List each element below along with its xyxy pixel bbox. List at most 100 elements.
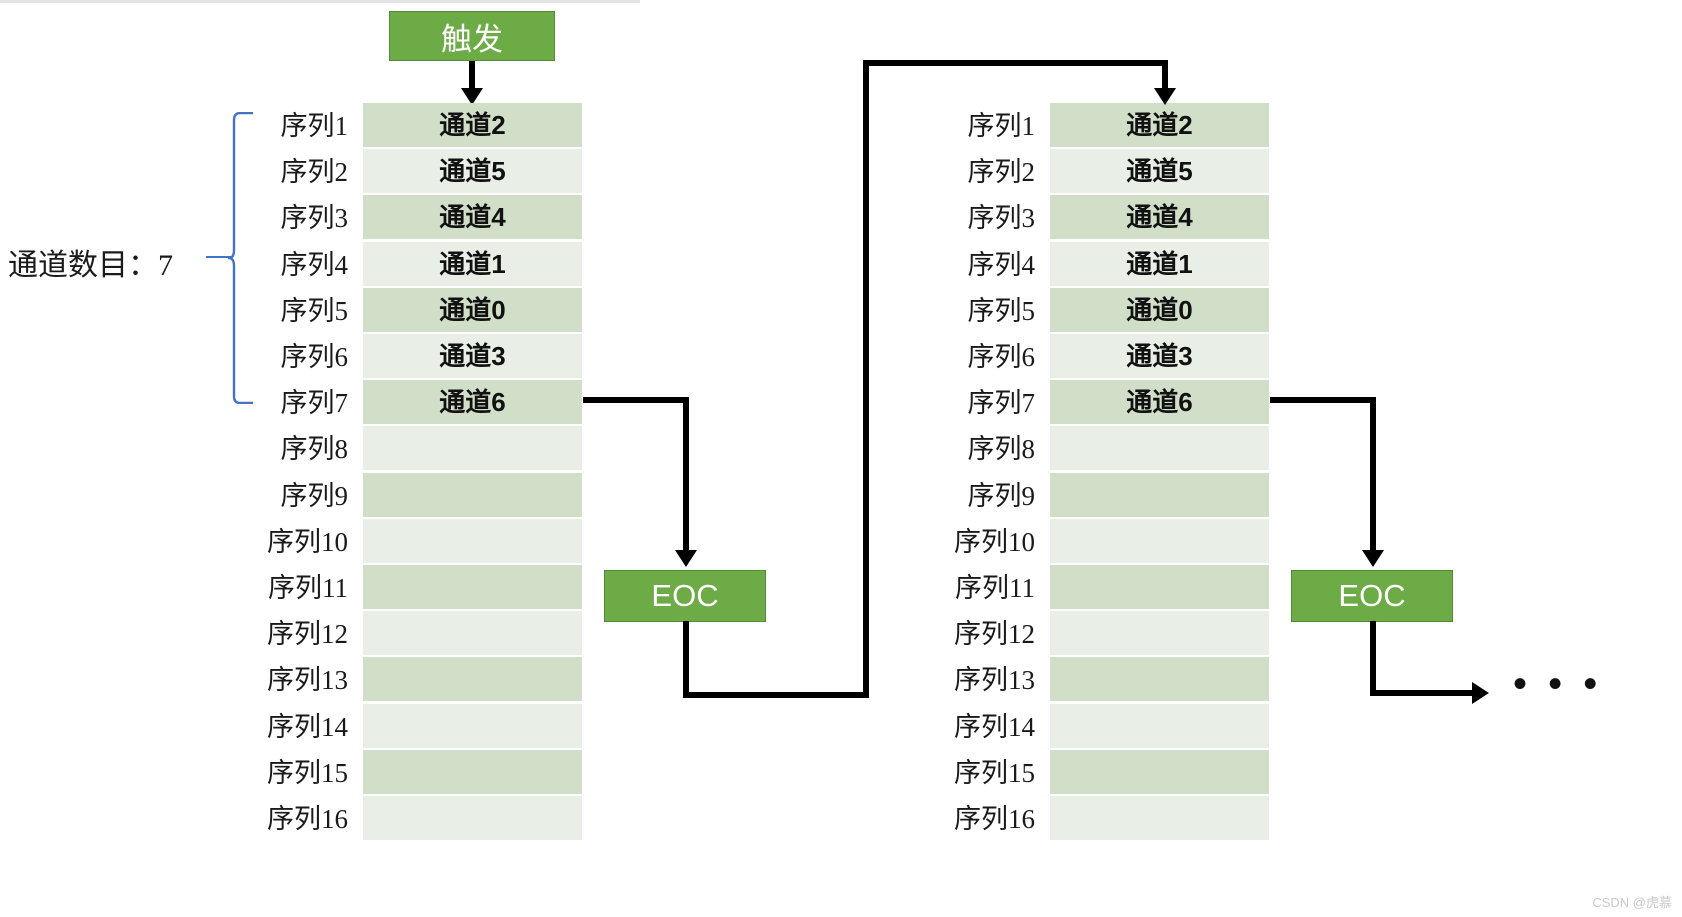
channel-cell[interactable] [1050,796,1269,840]
channel-cell[interactable]: 通道4 [363,195,582,240]
left-row7-to-eoc-horizontal [583,397,689,403]
sequence-row: 序列10 [920,518,1290,565]
channel-cell[interactable] [363,472,582,517]
sequence-index-label: 序列5 [967,295,1036,326]
feedback-top-horizontal [863,60,1168,66]
sequence-row: 序列8 [233,426,603,472]
trigger-arrow-head [461,88,483,105]
channel-cell[interactable]: 通道3 [1050,334,1269,378]
channel-cell[interactable]: 通道2 [1050,103,1269,147]
sequence-row: 序列13 [233,657,603,703]
feedback-riser [863,60,869,698]
channel-cell[interactable] [363,565,582,609]
channel-cell[interactable] [363,796,582,840]
channel-cell[interactable]: 通道6 [363,380,582,425]
channel-cell[interactable]: 通道1 [1050,241,1269,286]
sequence-index-label: 序列4 [280,249,349,280]
channel-cell[interactable] [1050,703,1269,748]
right-eoc-arrow-head [1362,550,1384,567]
sequence-index-label: 序列14 [954,711,1035,742]
right-group-entry-shaft [1162,60,1168,93]
sequence-row: 序列14 [920,703,1290,750]
trigger-arrow-shaft [469,61,475,93]
sequence-row: 序列9 [233,472,603,519]
sequence-index-label: 序列5 [280,295,349,326]
sequence-row: 序列8 [920,426,1290,472]
sequence-row: 序列5 通道0 [920,287,1290,334]
channel-cell[interactable] [363,657,582,702]
sequence-index-label: 序列16 [267,804,348,834]
sequence-row: 序列11 [920,565,1290,611]
sequence-index-label: 序列16 [954,804,1035,834]
sequence-index-label: 序列8 [967,434,1036,465]
sequence-index-label: 序列3 [280,203,349,234]
right-group-entry-arrow-head [1154,88,1176,105]
sequence-row: 序列6 通道3 [233,334,603,380]
channel-cell[interactable]: 通道0 [363,287,582,332]
sequence-row: 序列13 [920,657,1290,703]
channel-cell[interactable]: 通道5 [1050,149,1269,194]
sequence-index-label: 序列2 [280,157,349,188]
right-eoc-arrow-shaft [1370,397,1376,552]
eoc-box-left[interactable]: EOC [604,570,766,622]
sequence-index-label: 序列7 [967,388,1036,419]
sequence-index-label: 序列8 [280,434,349,465]
eoc-label-right: EOC [1338,578,1406,613]
channel-cell[interactable]: 通道5 [363,149,582,194]
channel-cell[interactable] [1050,565,1269,609]
continuation-ellipsis: • • • [1513,662,1603,706]
sequence-row: 序列5 通道0 [233,287,603,334]
sequence-row: 序列3 通道4 [233,195,603,241]
channel-cell[interactable] [1050,518,1269,563]
sequence-row: 序列15 [233,749,603,796]
left-eoc-arrow-shaft [683,397,689,552]
sequence-index-label: 序列9 [280,480,349,511]
channel-cell[interactable] [1050,426,1269,471]
sequence-index-label: 序列15 [954,757,1035,788]
channel-cell[interactable] [363,518,582,563]
channel-cell[interactable]: 通道6 [1050,380,1269,425]
trigger-box[interactable]: 触发 [389,11,555,61]
left-eoc-arrow-head [675,550,697,567]
sequence-index-label: 序列11 [268,573,348,603]
sequence-index-label: 序列12 [954,619,1035,650]
continue-arrow-head [1472,682,1489,704]
sequence-row: 序列4 通道1 [233,241,603,288]
right-eoc-out-horizontal [1370,690,1475,696]
sequence-index-label: 序列6 [280,342,349,372]
channel-cell[interactable]: 通道0 [1050,287,1269,332]
sequence-index-label: 序列10 [267,526,348,557]
channel-cell[interactable] [363,611,582,656]
sequence-index-label: 序列14 [267,711,348,742]
channel-cell[interactable] [363,426,582,471]
sequence-index-label: 序列11 [955,573,1035,603]
channel-cell[interactable] [363,749,582,794]
eoc-box-right[interactable]: EOC [1291,570,1453,622]
channel-cell[interactable] [1050,611,1269,656]
left-eoc-out-shaft [683,621,689,698]
channel-cell[interactable]: 通道2 [363,103,582,147]
sequence-row: 序列14 [233,703,603,750]
channel-cell[interactable] [1050,657,1269,702]
channel-cell[interactable] [1050,749,1269,794]
channel-cell[interactable]: 通道4 [1050,195,1269,240]
channel-cell[interactable]: 通道3 [363,334,582,378]
eoc-label-left: EOC [651,578,719,613]
sequence-row: 序列7 通道6 [920,380,1290,426]
sequence-row: 序列10 [233,518,603,565]
sequence-index-label: 序列13 [954,665,1035,696]
sequence-row: 序列16 [233,796,603,842]
sequence-row: 序列2 通道5 [233,149,603,195]
channel-cell[interactable] [363,703,582,748]
sequence-row: 序列12 [233,611,603,657]
channel-cell[interactable] [1050,472,1269,517]
channel-cell[interactable]: 通道1 [363,241,582,286]
sequence-row: 序列12 [920,611,1290,657]
sequence-index-label: 序列15 [267,757,348,788]
